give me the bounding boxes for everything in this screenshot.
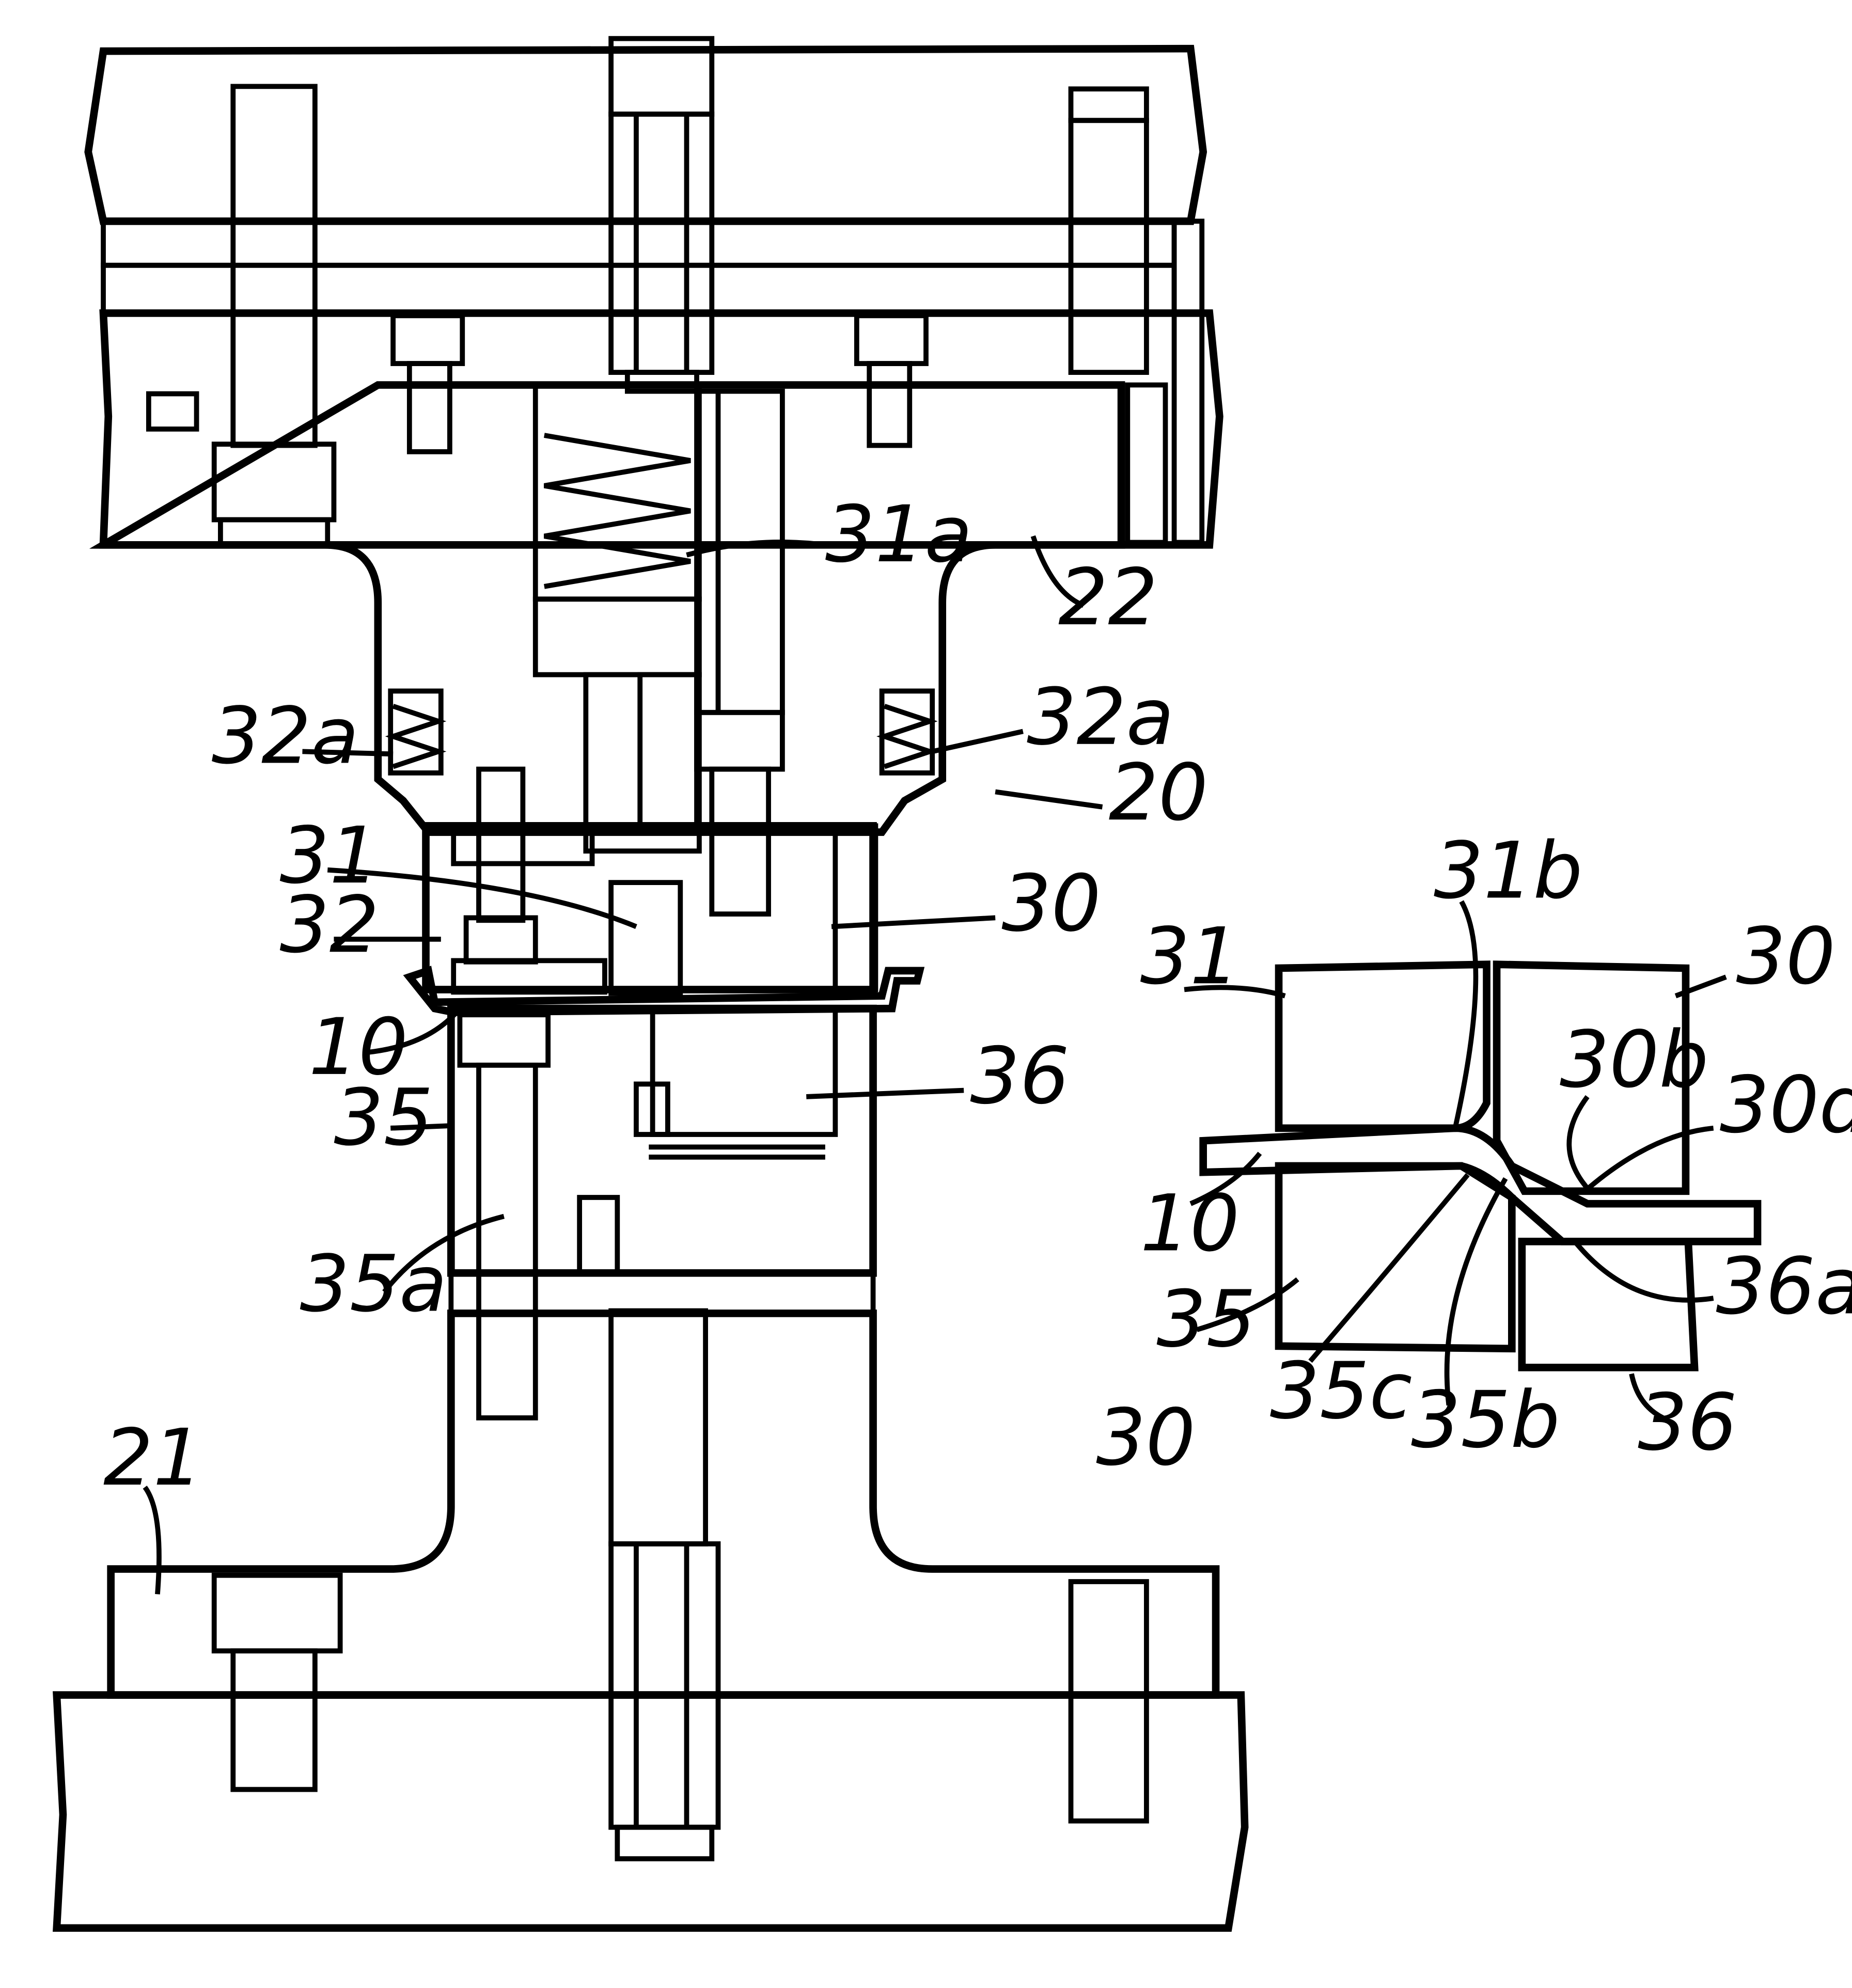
label-22: 22 bbox=[1058, 552, 1157, 643]
lower-die-shoe bbox=[57, 1311, 1245, 1928]
label-21: 21 bbox=[103, 1412, 202, 1503]
label-32: 32 bbox=[280, 879, 379, 970]
reference-labels: 22 31a 32a 32a 20 31 32 30 10 35 36 35a … bbox=[103, 489, 1852, 1503]
label-32a-left: 32a bbox=[212, 690, 359, 781]
lower-die-block bbox=[451, 1008, 873, 1418]
detail-label-35b: 35b bbox=[1411, 1375, 1560, 1465]
punch-holder-plate bbox=[103, 313, 1219, 545]
detail-label-30: 30 bbox=[1736, 911, 1835, 1002]
stripper-plate-32 bbox=[426, 769, 876, 993]
main-spring bbox=[544, 435, 690, 587]
detail-label-35c: 35c bbox=[1270, 1346, 1412, 1437]
detail-label-10: 10 bbox=[1140, 1178, 1239, 1269]
label-36: 36 bbox=[970, 1031, 1069, 1122]
label-20: 20 bbox=[1109, 747, 1208, 838]
label-30: 30 bbox=[1001, 858, 1101, 949]
label-35: 35 bbox=[334, 1072, 433, 1163]
spring-cavity bbox=[536, 385, 699, 675]
detail-label-35: 35 bbox=[1156, 1274, 1255, 1365]
label-35a: 35a bbox=[300, 1239, 447, 1330]
detail-label-36: 36 bbox=[1638, 1377, 1737, 1468]
springs-32a bbox=[390, 691, 932, 773]
detail-label-30b: 30b bbox=[1560, 1014, 1708, 1105]
detail-label-31: 31 bbox=[1140, 911, 1239, 1002]
upper-guide-pin bbox=[611, 39, 712, 391]
label-31a: 31a bbox=[825, 489, 972, 580]
detail-label-31b: 31b bbox=[1434, 825, 1582, 916]
detail-label-30d: 30d bbox=[1720, 1060, 1852, 1150]
label-30-lower: 30 bbox=[1096, 1392, 1195, 1483]
detail-label-36a: 36a bbox=[1716, 1241, 1852, 1332]
